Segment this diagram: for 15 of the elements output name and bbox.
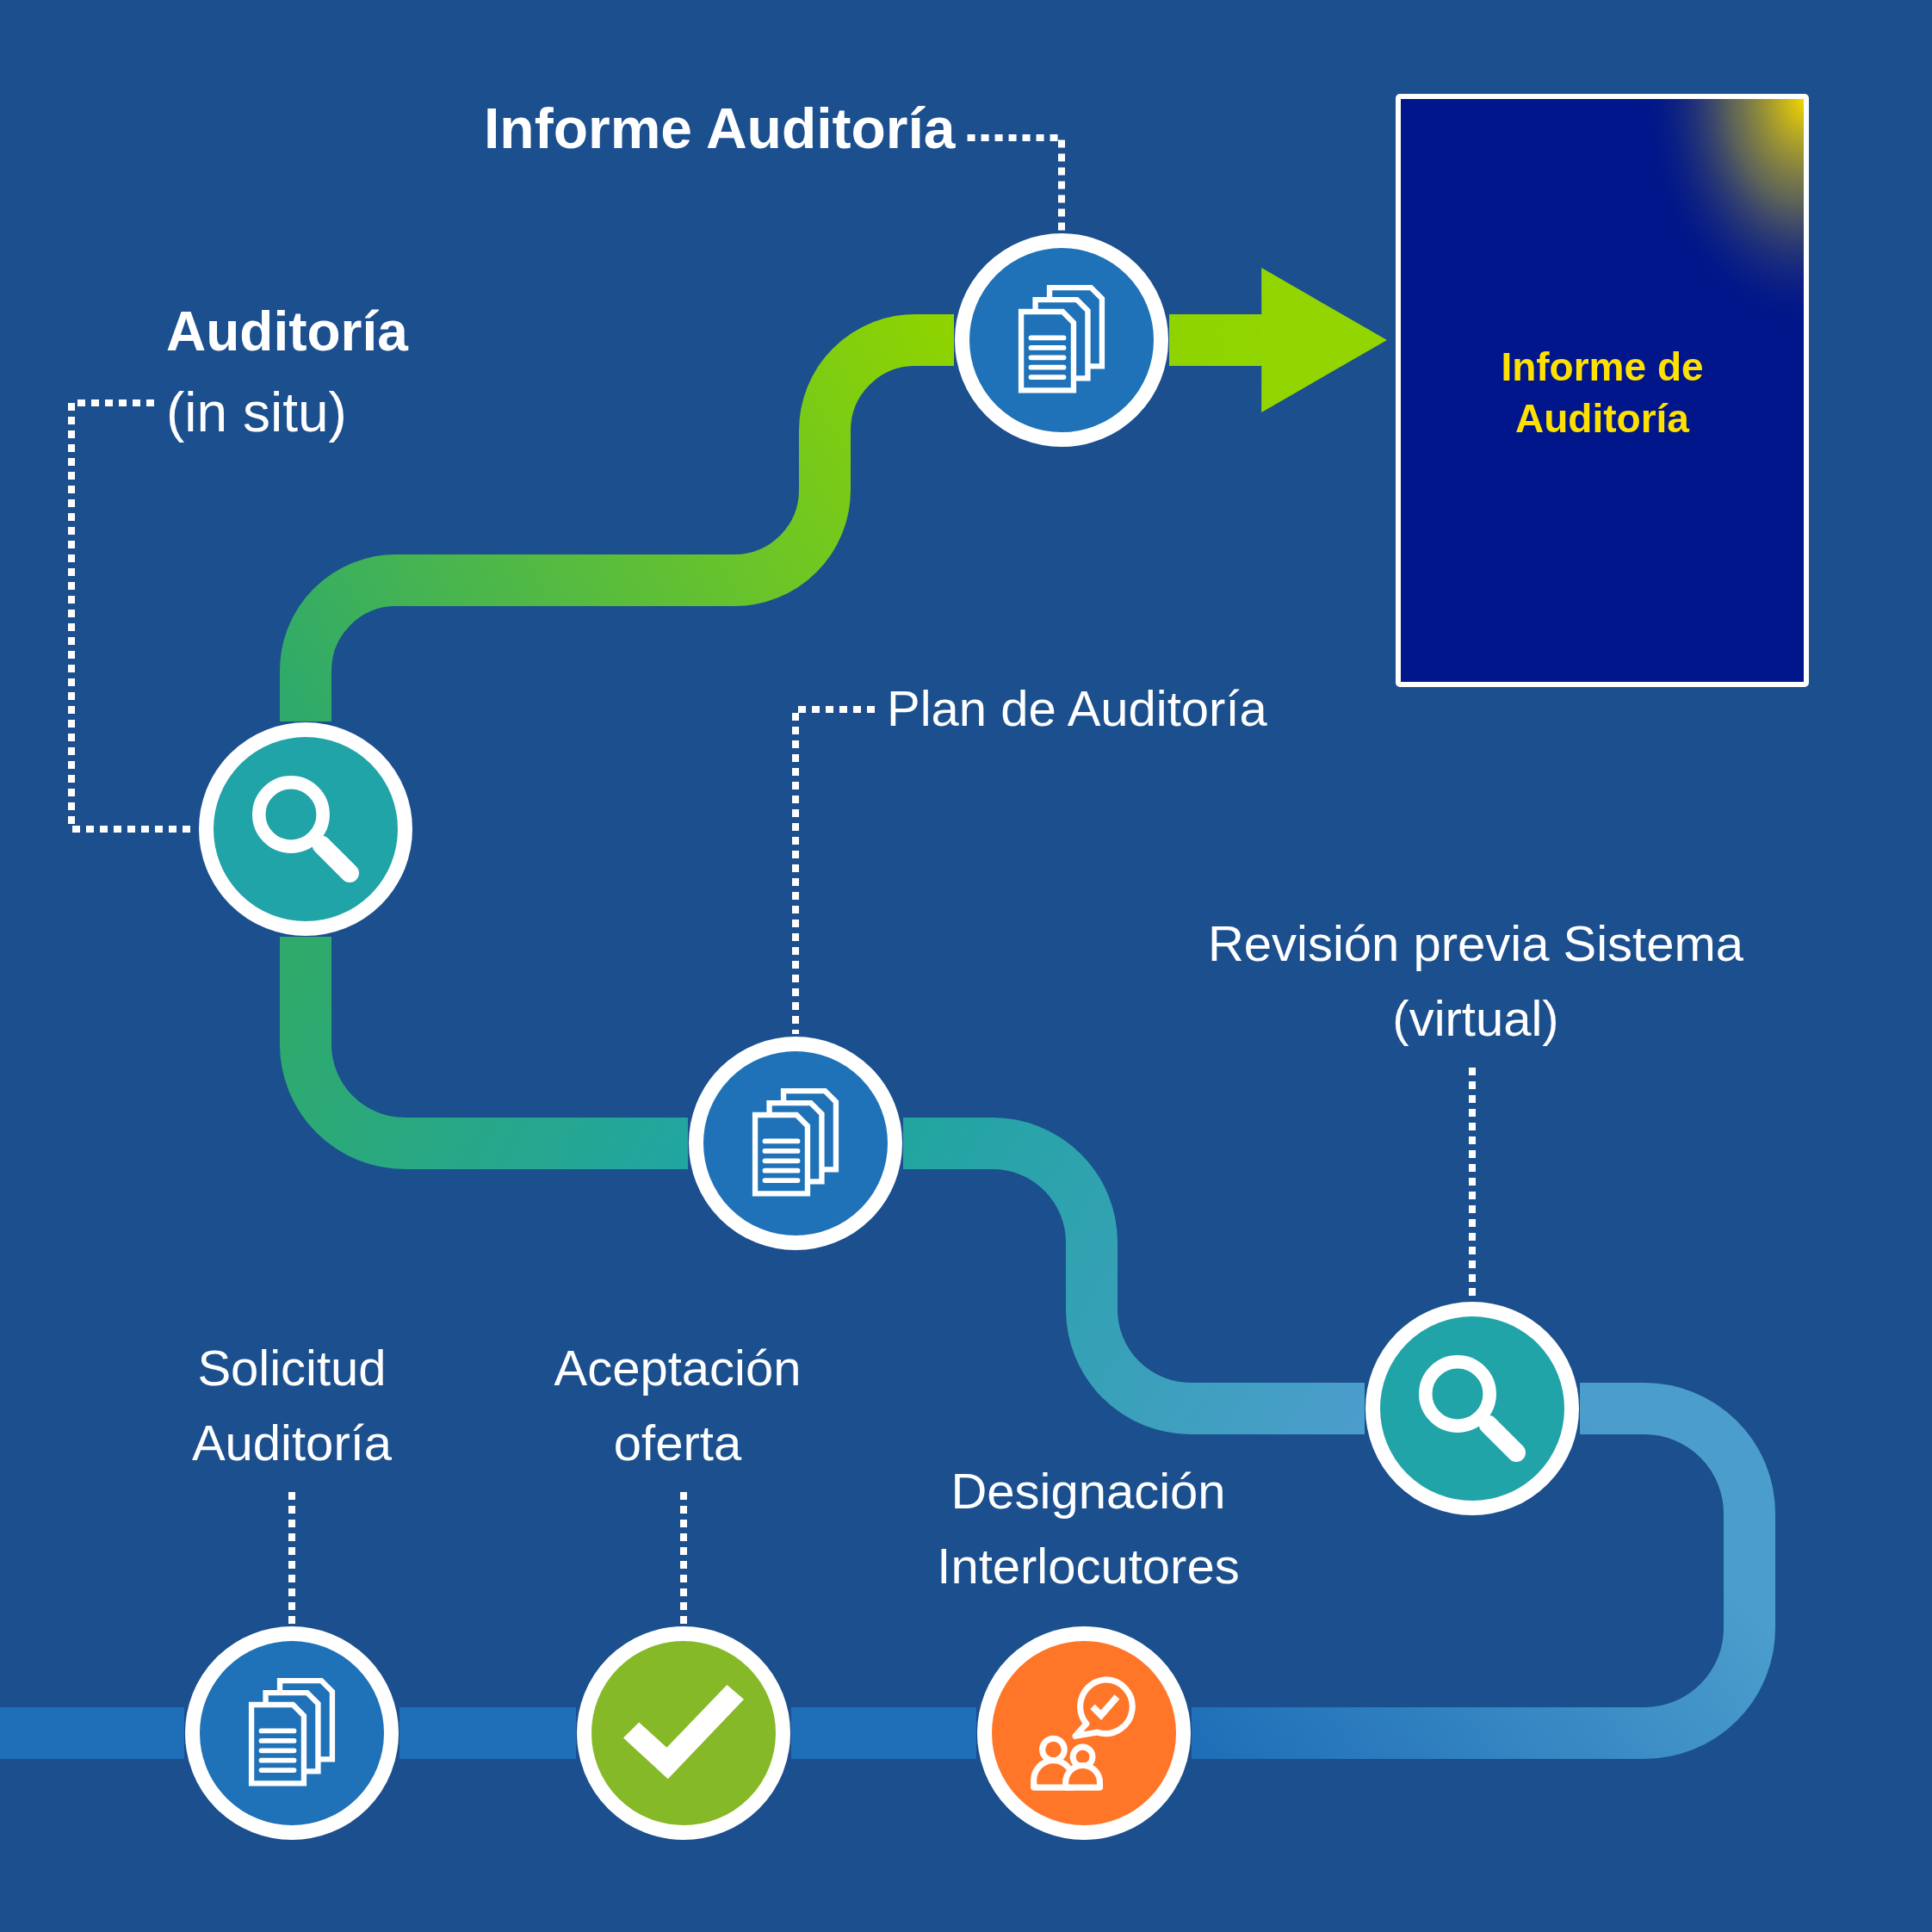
flow-path	[0, 1707, 184, 1759]
report-cover	[1396, 94, 1809, 687]
cover-title: Informe de Auditoría	[1500, 344, 1705, 443]
step-label: Informe Auditoría	[484, 95, 956, 164]
step-label: Auditoría	[166, 300, 408, 364]
flow-arrow	[1169, 268, 1387, 412]
flow-path	[399, 1707, 576, 1759]
flow-path	[791, 1707, 976, 1759]
step-label: Designación Interlocutores	[936, 1462, 1241, 1595]
step-label: Revisión previa Sistema (virtual)	[1183, 906, 1768, 1056]
step-subtitle: (in situ)	[166, 381, 348, 445]
step-label: Plan de Auditoría	[887, 676, 1267, 741]
step-label: Aceptación oferta	[540, 1330, 815, 1480]
step-label: Solicitud Auditoría	[171, 1330, 412, 1480]
flow-path	[280, 314, 954, 721]
